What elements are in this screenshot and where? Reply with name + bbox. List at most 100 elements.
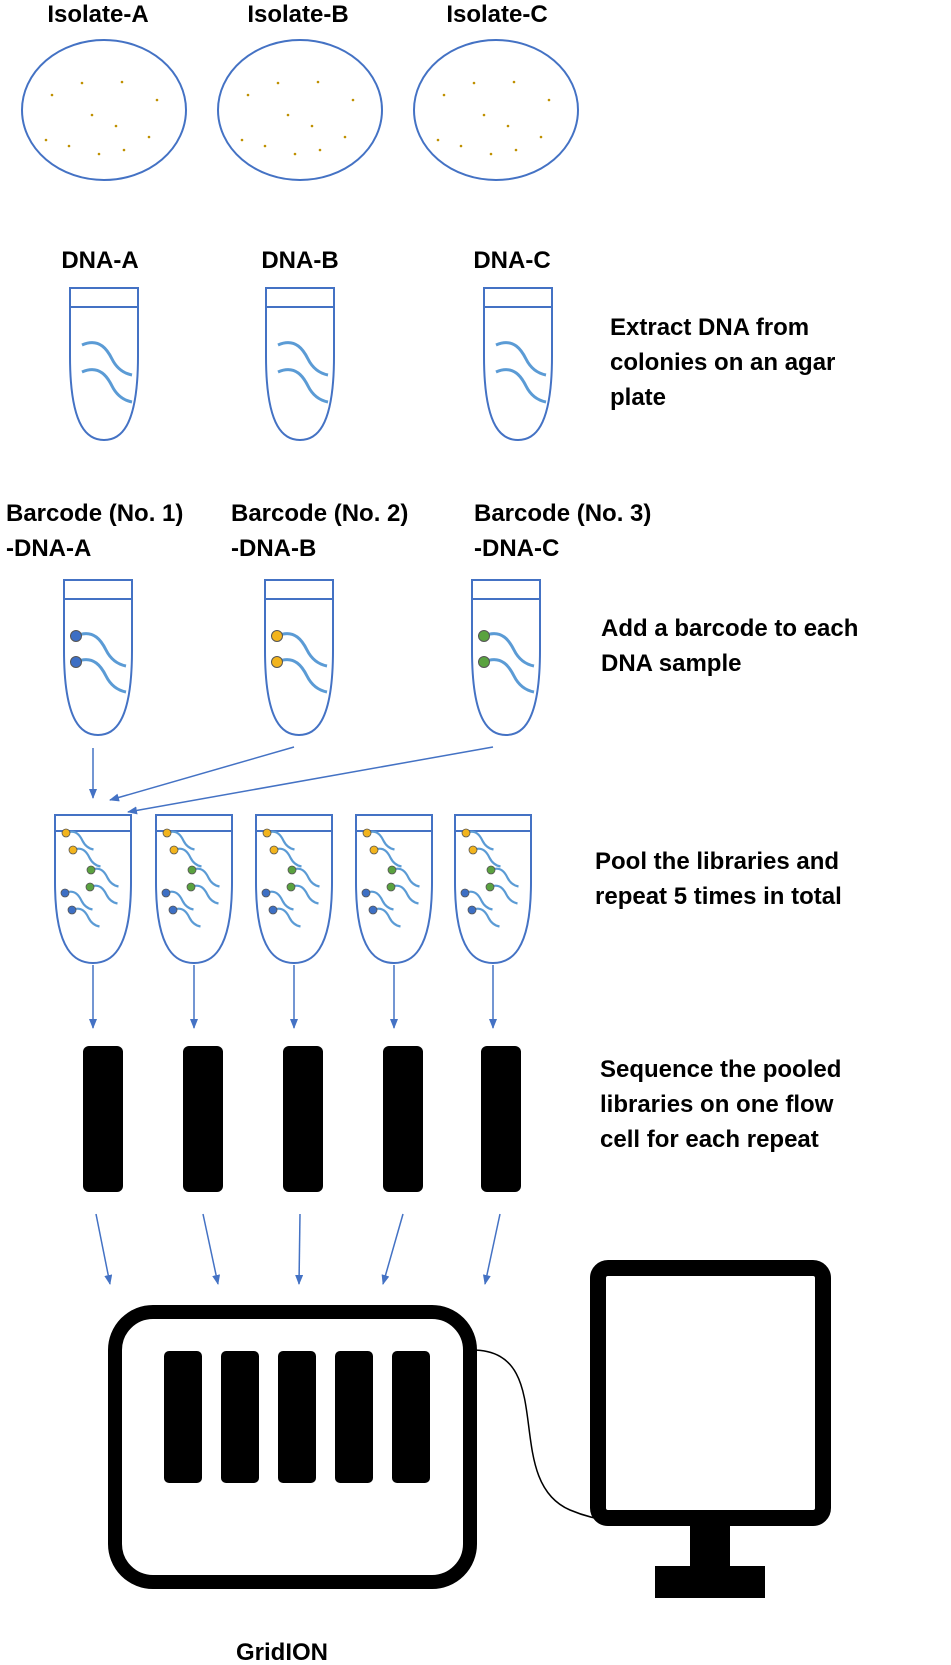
dna-strand <box>472 847 501 868</box>
arrow-barcode-2-to-pool <box>109 746 295 802</box>
barcode-dot <box>361 888 371 898</box>
barcode-label-1-line-2: -DNA-A <box>6 535 91 562</box>
step-sequence-line-2: libraries on one flow <box>600 1091 834 1118</box>
dna-strand <box>464 890 493 911</box>
barcode-dot <box>70 656 82 668</box>
flow-cells <box>83 1046 521 1192</box>
barcode-dot <box>286 882 296 892</box>
flow-cell-5 <box>481 1046 521 1192</box>
barcode-dot <box>162 828 172 838</box>
colony-dot <box>276 81 280 85</box>
colony-dot <box>512 80 516 84</box>
barcode-dot <box>287 865 297 875</box>
colony-dot <box>459 144 463 148</box>
barcode-label-2-line-2: -DNA-B <box>231 535 316 562</box>
arrows-flowcells-to-gridion <box>95 1213 501 1285</box>
colony-dot <box>80 81 84 85</box>
colony-dot <box>263 144 267 148</box>
dna-strand <box>277 368 329 404</box>
colony-dot <box>472 81 476 85</box>
barcode-dot <box>271 630 283 642</box>
barcode-label-1-line-1: Barcode (No. 1) <box>6 500 183 527</box>
barcode-dot <box>271 656 283 668</box>
barcode-dot <box>70 630 82 642</box>
barcode-dot <box>468 845 478 855</box>
monitor-stand <box>690 1518 730 1568</box>
barcoded-tube-2 <box>264 579 334 737</box>
gridion-slot-5 <box>392 1351 430 1483</box>
colony-dot <box>155 98 159 102</box>
dna-tube-1 <box>69 287 139 442</box>
colony-dot <box>286 113 290 117</box>
colony-dot <box>240 138 244 142</box>
colony-dot <box>514 148 518 152</box>
pooled-tubes <box>54 814 532 965</box>
colony-dot <box>246 93 250 97</box>
dna-strand <box>75 658 127 694</box>
dna-strand <box>483 658 535 694</box>
barcode-dot <box>486 865 496 875</box>
dna-strand <box>365 890 394 911</box>
colony-dot <box>539 135 543 139</box>
colony-dot <box>120 80 124 84</box>
monitor-screen <box>590 1260 831 1526</box>
arrow-device-2 <box>202 1213 221 1285</box>
isolate-label-a: Isolate-A <box>47 1 148 28</box>
dna-tube-3 <box>483 287 553 442</box>
step-sequence-line-3: cell for each repeat <box>600 1126 819 1153</box>
isolate-label-b: Isolate-B <box>247 1 348 28</box>
step-sequence-line-1: Sequence the pooled <box>600 1056 841 1083</box>
step-extract-line-2: colonies on an agar <box>610 349 835 376</box>
dna-strand <box>391 867 420 888</box>
colony-dot <box>50 93 54 97</box>
dna-strand <box>373 847 402 868</box>
dna-strand <box>471 907 500 928</box>
dna-strand <box>90 867 119 888</box>
step-pool-line-1: Pool the libraries and <box>595 848 839 875</box>
dna-strand <box>276 632 328 668</box>
agar-plates <box>21 39 579 181</box>
dna-strand <box>372 907 401 928</box>
step-pool-line-2: repeat 5 times in total <box>595 883 842 910</box>
step-extract-line-3: plate <box>610 384 666 411</box>
step-extract-line-1: Extract DNA from <box>610 314 809 341</box>
barcoded-tube-1 <box>63 579 133 737</box>
dna-strand <box>272 907 301 928</box>
arrows-pool-to-flowcells <box>89 965 497 1029</box>
monitor-base <box>655 1566 765 1598</box>
dna-strand <box>81 341 133 377</box>
arrow-device-4 <box>381 1213 404 1285</box>
colony-dot <box>482 113 486 117</box>
colony-dot <box>310 124 314 128</box>
dna-strand <box>276 658 328 694</box>
barcode-dot <box>186 882 196 892</box>
dna-strand <box>273 847 302 868</box>
dna-strand <box>366 830 395 851</box>
dna-strand <box>277 341 329 377</box>
dna-label-b: DNA-B <box>261 247 338 274</box>
barcode-dot <box>268 905 278 915</box>
colony-dot <box>293 152 297 156</box>
dna-strand <box>483 632 535 668</box>
barcode-dot <box>478 630 490 642</box>
barcode-dot <box>269 845 279 855</box>
step-barcode-line-1: Add a barcode to each <box>601 615 858 642</box>
barcode-dot <box>187 865 197 875</box>
barcode-dot <box>60 888 70 898</box>
arrow-device-3 <box>295 1213 304 1285</box>
colony-dot <box>351 98 355 102</box>
colony-dot <box>343 135 347 139</box>
dna-strand <box>191 867 220 888</box>
dna-label-c: DNA-C <box>473 247 550 274</box>
barcode-label-2-line-1: Barcode (No. 2) <box>231 500 408 527</box>
dna-strand <box>390 884 419 905</box>
dna-strand <box>81 368 133 404</box>
dna-tube-2 <box>265 287 335 442</box>
barcode-dot <box>169 845 179 855</box>
dna-strand <box>166 830 195 851</box>
dna-strand <box>490 867 519 888</box>
colony-dot <box>44 138 48 142</box>
barcode-dot <box>86 865 96 875</box>
gridion-label: GridION <box>236 1639 328 1665</box>
colony-dot <box>318 148 322 152</box>
